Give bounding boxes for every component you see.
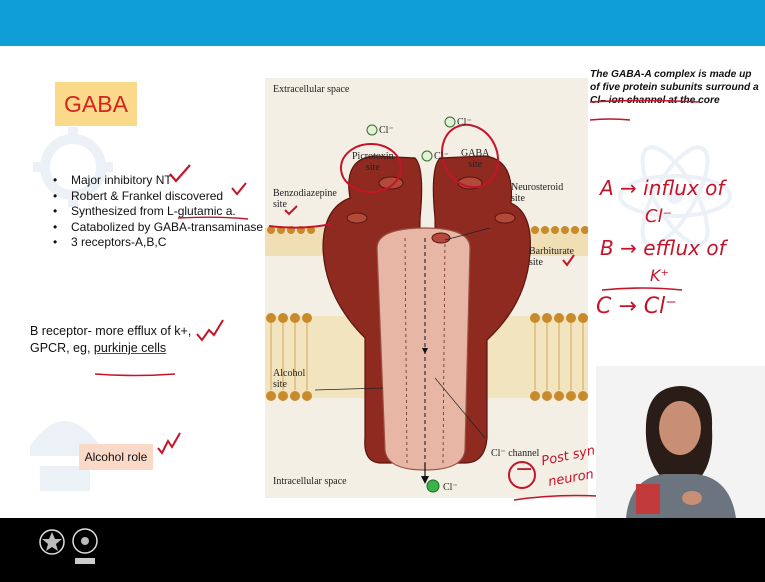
iit-logo-icon [70, 526, 100, 566]
presenter-figure [596, 366, 765, 518]
gaba-receptor-figure: Extracellular space Cl⁻ Cl⁻ Cl⁻ Picrotox… [265, 78, 588, 498]
handwritten-a-line: A → influx of [600, 176, 724, 200]
label-gaba-site: GABA site [461, 148, 489, 170]
label-cl-ion: Cl⁻ [434, 151, 449, 162]
label-neurosteroid: Neurosteroid site [511, 182, 563, 204]
label-extracellular: Extracellular space [273, 84, 349, 95]
handwritten-underline-bottom [512, 492, 602, 504]
label-barbiturate: Barbiturate site [529, 246, 574, 268]
right-text-underline [588, 96, 708, 126]
label-intracellular: Intracellular space [273, 476, 347, 487]
handwritten-b-line: B → efflux of [600, 236, 726, 260]
label-alcohol-site: Alcohol site [273, 368, 305, 390]
label-cl-ion: Cl⁻ [457, 117, 472, 128]
label-benzodiazepine: Benzodiazepine site [273, 188, 337, 210]
label-picrotoxin: Picrotoxin site [352, 151, 394, 173]
handwritten-minus: − [515, 457, 533, 482]
receptor-diagram [265, 78, 588, 498]
presenter-video [596, 366, 765, 518]
left-annotations [0, 46, 265, 518]
handwritten-c-underline [600, 284, 690, 294]
label-cl-ion-out: Cl⁻ [443, 482, 458, 493]
nptel-emblem-icon [38, 528, 66, 560]
slide-canvas: GABA •Major inhibitory NT •Robert & Fran… [0, 46, 765, 518]
handwritten-a-ion: Cl⁻ [645, 206, 672, 227]
handwritten-c-line: C → Cl⁻ [596, 294, 677, 319]
top-bar [0, 0, 765, 46]
handwritten-b-ion: K⁺ [650, 266, 669, 285]
bottom-bar [0, 518, 765, 582]
label-cl-ion: Cl⁻ [379, 125, 394, 136]
receptor-subunits [323, 156, 530, 484]
